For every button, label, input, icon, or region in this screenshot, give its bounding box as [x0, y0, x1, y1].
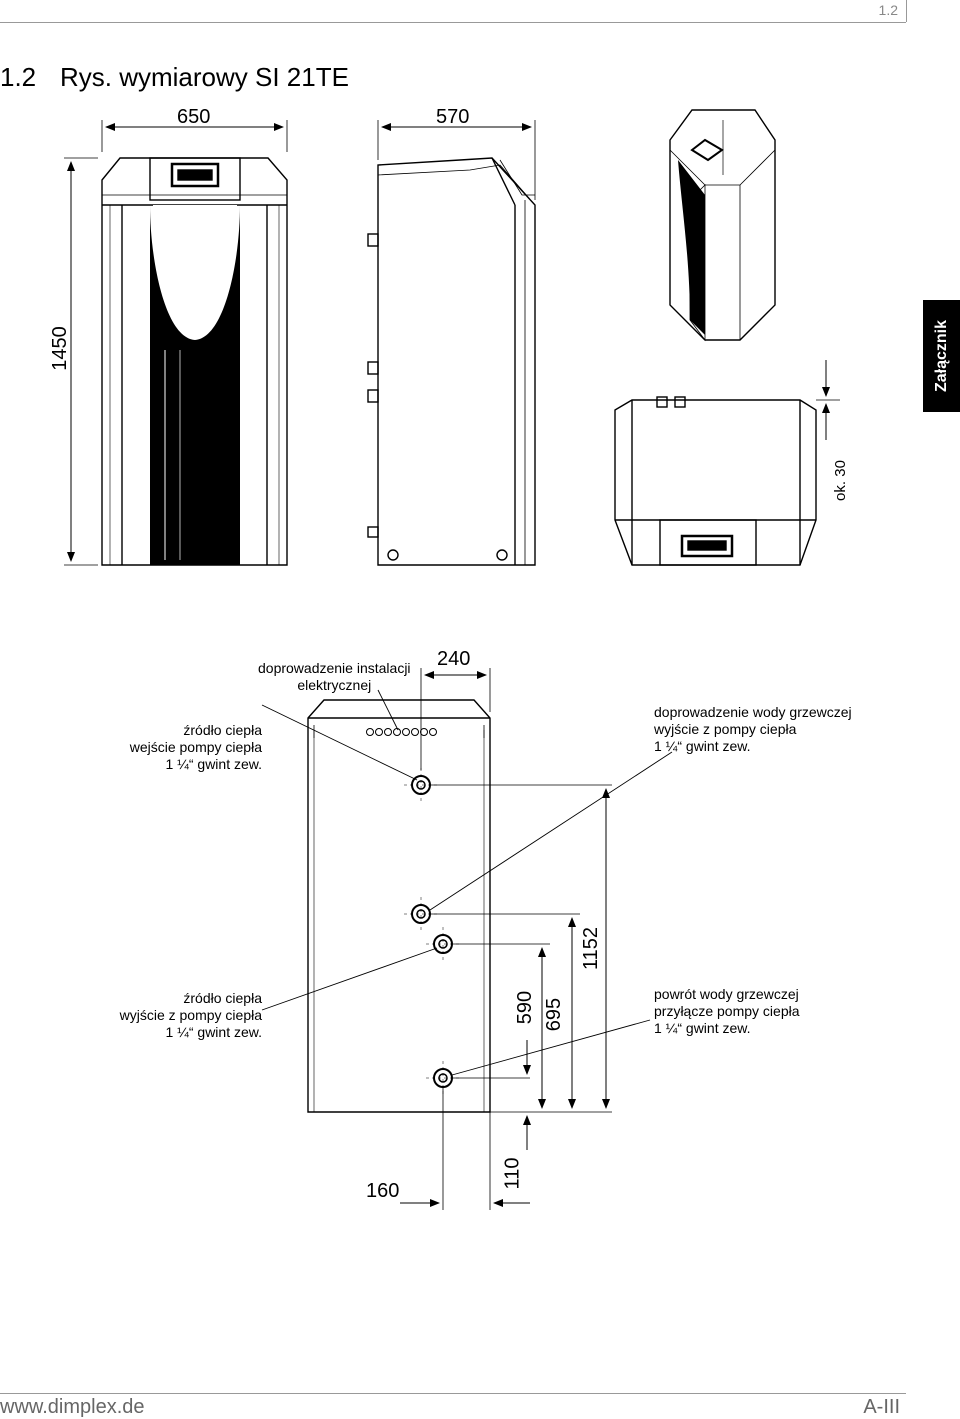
label-electrical: doprowadzenie instalacji elektrycznej [258, 660, 411, 693]
dim-top-gap: ok. 30 [831, 460, 849, 501]
dim-height: 1450 [48, 326, 71, 371]
top-view [614, 396, 817, 566]
perspective-view [669, 109, 776, 342]
dim-110: 110 [501, 1157, 524, 1190]
footer-rule [0, 1393, 906, 1394]
label-heating-return: powrót wody grzewczej przyłącze pompy ci… [654, 986, 800, 1036]
section-title-text: Rys. wymiarowy SI 21TE [60, 62, 349, 92]
top-rule-edge [906, 0, 907, 22]
back-view [307, 699, 491, 1113]
section-number: 1.2 [0, 62, 37, 92]
label-heating-out: doprowadzenie wody grzewczej wyjście z p… [654, 704, 852, 754]
top-rule [0, 22, 906, 23]
dim-1152: 1152 [580, 926, 603, 971]
front-view [101, 157, 288, 566]
dim-front-width: 650 [177, 106, 211, 128]
side-view [367, 157, 536, 566]
footer-page: A-III [863, 1396, 900, 1418]
dim-160: 160 [366, 1180, 400, 1202]
label-source-out: źródło ciepła wyjście z pompy ciepła 1 ¼… [119, 990, 262, 1040]
dim-side-depth: 570 [436, 106, 470, 128]
page-number: 1.2 [878, 2, 898, 18]
footer-website[interactable]: www.dimplex.de [0, 1396, 145, 1418]
section-title: 1.2 Rys. wymiarowy SI 21TE [0, 62, 349, 93]
side-tab[interactable]: Załącznik [923, 300, 960, 412]
dim-590: 590 [514, 990, 537, 1025]
label-source-in: źródło ciepła wejście pompy ciepła 1 ¼“ … [129, 722, 262, 772]
leader-lines [261, 689, 673, 1076]
dim-cable-offset: 240 [437, 648, 471, 670]
dim-695: 695 [543, 997, 566, 1032]
